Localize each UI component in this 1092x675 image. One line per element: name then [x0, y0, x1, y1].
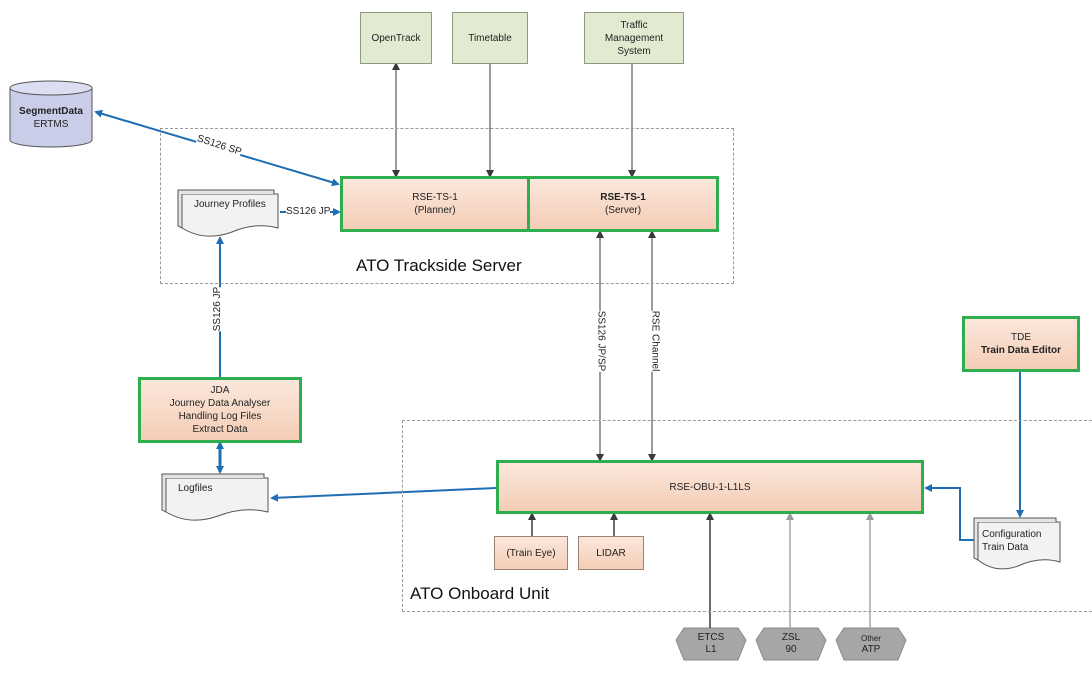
obu-label: RSE-OBU-1-L1LS — [669, 481, 751, 493]
server-line-2: (Server) — [604, 205, 642, 216]
etcs-label: ETCS L1 — [681, 632, 741, 656]
config-line-2: Train Data — [982, 542, 1029, 553]
journey-profiles-doc — [177, 189, 279, 237]
tms-line-3: System — [617, 45, 651, 57]
train-eye-label: (Train Eye) — [506, 547, 556, 559]
rse-ts-server-box: RSE-TS-1 (Server) — [527, 176, 719, 232]
logfiles-doc — [161, 473, 269, 521]
planner-line-1: RSE-TS-1 — [412, 192, 458, 203]
ss126-jp-h-label: SS126 JP — [286, 206, 331, 217]
logfiles-label: Logfiles — [178, 483, 213, 494]
timetable-box: Timetable — [452, 12, 528, 64]
obu-to-logfiles-arrow — [270, 487, 497, 502]
tms-line-1: Traffic — [620, 19, 648, 31]
other-atp-label: Other ATP — [841, 634, 901, 656]
zsl-label: ZSL 90 — [761, 632, 821, 656]
ato-trackside-region — [160, 128, 734, 284]
etcs-hexagon — [675, 627, 747, 661]
rse-ts-planner-box: RSE-TS-1 (Planner) — [340, 176, 530, 232]
ss126-jpsp-label: SS126 JP/SP — [595, 310, 607, 372]
rse-obu-box: RSE-OBU-1-L1LS — [496, 460, 924, 514]
other-atp-line-1: Other — [860, 634, 881, 643]
lidar-box: LIDAR — [578, 536, 644, 570]
zsl-line-2: 90 — [785, 644, 797, 655]
jda-box: JDA Journey Data Analyser Handling Log F… — [138, 377, 302, 443]
opentrack-box: OpenTrack — [360, 12, 432, 64]
segment-data-node: SegmentData ERTMS — [10, 100, 92, 136]
rse-channel-label: RSE Channel — [649, 310, 661, 372]
lidar-label: LIDAR — [596, 547, 626, 559]
zsl-line-1: ZSL — [781, 632, 801, 643]
ato-trackside-label: ATO Trackside Server — [356, 256, 522, 275]
etcs-line-1: ETCS — [697, 632, 725, 643]
tms-line-2: Management — [604, 32, 664, 44]
timetable-label: Timetable — [468, 32, 512, 44]
other-atp-hexagon — [835, 627, 907, 661]
config-train-data-doc — [973, 517, 1061, 570]
train-eye-box: (Train Eye) — [494, 536, 568, 570]
segment-data-cylinder — [9, 80, 93, 148]
ato-onboard-label: ATO Onboard Unit — [410, 584, 550, 603]
journey-profiles-label: Journey Profiles — [194, 199, 266, 210]
segment-data-title: SegmentData — [19, 106, 83, 117]
tde-box: TDE Train Data Editor — [962, 316, 1080, 372]
tms-box: Traffic Management System — [584, 12, 684, 64]
tde-line-1: TDE — [1011, 332, 1031, 343]
etcs-line-2: L1 — [705, 644, 717, 655]
planner-line-2: (Planner) — [414, 205, 456, 216]
tde-line-2: Train Data Editor — [980, 345, 1061, 356]
jda-line-2: Journey Data Analyser — [169, 398, 271, 409]
other-atp-line-2: ATP — [861, 643, 881, 655]
jda-line-4: Extract Data — [192, 424, 248, 435]
zsl-hexagon — [755, 627, 827, 661]
opentrack-label: OpenTrack — [371, 32, 421, 44]
config-to-obu-arrow — [924, 484, 974, 541]
config-line-1: Configuration — [982, 529, 1042, 540]
server-line-1: RSE-TS-1 — [600, 192, 646, 203]
ato-onboard-region — [402, 420, 1092, 612]
jda-line-1: JDA — [210, 385, 230, 396]
config-label: Configuration Train Data — [982, 528, 1041, 554]
segment-data-subtitle: ERTMS — [33, 119, 69, 130]
ss126-jp-v-label: SS126 JP — [212, 286, 224, 332]
jda-line-3: Handling Log Files — [178, 411, 262, 422]
